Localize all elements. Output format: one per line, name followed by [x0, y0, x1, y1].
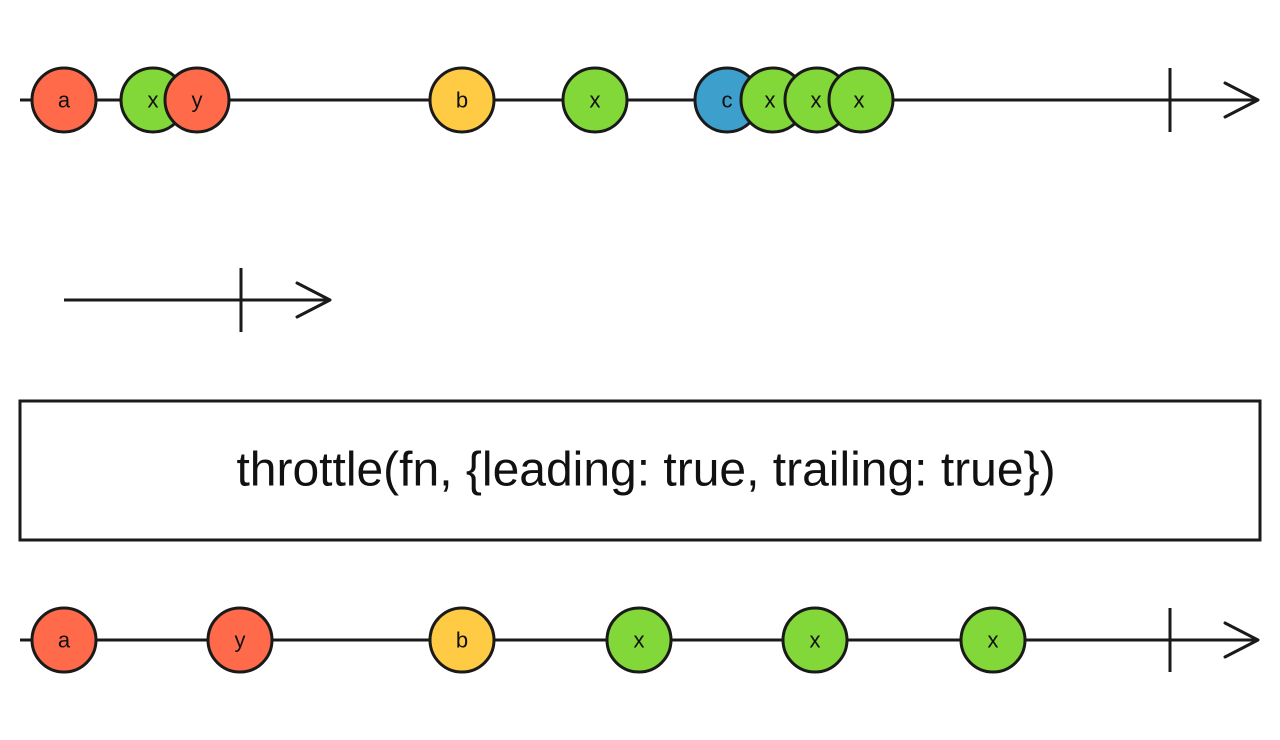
throttle-window-timeline [64, 268, 332, 332]
input-arrow-icon [1223, 81, 1260, 119]
marble-circle [428, 606, 496, 674]
output-marble-y: y [206, 606, 274, 674]
marble-circle [428, 66, 496, 134]
marble-label: y [235, 628, 246, 653]
marble-label: b [456, 628, 468, 653]
output-marble-a: a [30, 606, 98, 674]
marble-label: x [765, 88, 776, 113]
marble-label: x [854, 88, 865, 113]
marble-circle [827, 66, 895, 134]
marble-circle [561, 66, 629, 134]
output-marble-b: b [428, 606, 496, 674]
marble-circle [30, 606, 98, 674]
marble-circle [605, 606, 673, 674]
marble-label: x [590, 88, 601, 113]
operator-label: throttle(fn, {leading: true, trailing: t… [236, 444, 1055, 497]
marble-label: c [722, 88, 733, 113]
output-arrow-icon [1223, 621, 1260, 659]
operator-box: throttle(fn, {leading: true, trailing: t… [18, 399, 1262, 542]
operator-box-frame [18, 399, 1262, 542]
input-marble-y: y [163, 66, 231, 134]
input-marble-a: a [30, 66, 98, 134]
marble-circle [781, 606, 849, 674]
marble-circle [30, 66, 98, 134]
input-marble-x: x [827, 66, 895, 134]
output-marble-x: x [605, 606, 673, 674]
marble-label: b [456, 88, 468, 113]
marble-circle [206, 606, 274, 674]
marble-label: x [811, 88, 822, 113]
marble-label: x [148, 88, 159, 113]
marble-label: y [192, 88, 203, 113]
marble-label: x [810, 628, 821, 653]
marble-label: x [988, 628, 999, 653]
input-marble-x: x [561, 66, 629, 134]
marble-label: a [58, 88, 71, 113]
marble-circle [959, 606, 1027, 674]
input-marble-b: b [428, 66, 496, 134]
marble-label: x [634, 628, 645, 653]
output-marble-x: x [959, 606, 1027, 674]
output-marble-x: x [781, 606, 849, 674]
marble-label: a [58, 628, 71, 653]
marble-circle [163, 66, 231, 134]
window-arrow-icon [295, 281, 332, 319]
